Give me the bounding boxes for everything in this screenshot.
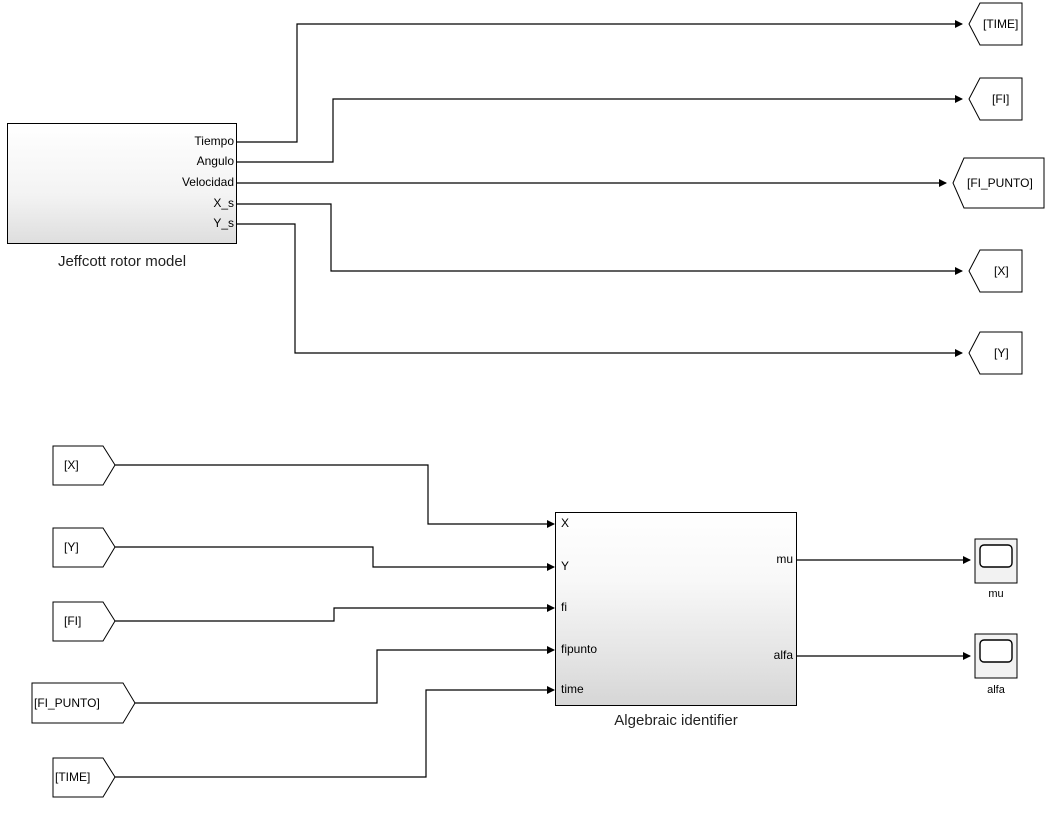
scope-mu-label: mu (988, 588, 1004, 600)
from-fi-label: [FI] (64, 614, 82, 628)
wire-x-in (115, 464, 555, 528)
from-x-label: [X] (64, 458, 79, 472)
scope-alfa-label: alfa (987, 684, 1005, 696)
goto-fi-punto-label: [FI_PUNTO] (967, 176, 1033, 190)
algebraic-identifier-block[interactable] (555, 512, 797, 706)
jeffcott-port-velocidad: Velocidad (181, 175, 234, 189)
from-time-label: [TIME] (55, 770, 91, 784)
goto-x[interactable] (968, 249, 1023, 293)
identifier-port-y: Y (561, 559, 570, 573)
goto-y[interactable] (968, 331, 1023, 375)
wire-x-s (237, 203, 963, 275)
wire-fipunto-in (135, 646, 555, 704)
identifier-port-alfa: alfa (773, 648, 793, 662)
goto-time[interactable] (968, 2, 1023, 46)
goto-y-label: [Y] (994, 346, 1009, 360)
scope-alfa[interactable] (974, 633, 1018, 679)
identifier-port-mu: mu (776, 552, 793, 566)
jeffcott-port-tiempo: Tiempo (194, 134, 234, 148)
identifier-port-x: X (561, 516, 570, 530)
identifier-port-time: time (561, 682, 584, 696)
jeffcott-port-x-s: X_s (213, 196, 234, 210)
jeffcott-rotor-block[interactable] (7, 123, 237, 244)
from-x[interactable] (52, 445, 116, 486)
scope-mu[interactable] (974, 538, 1018, 584)
from-y[interactable] (52, 527, 116, 568)
from-fi-punto-label: [FI_PUNTO] (34, 696, 100, 710)
wire-angulo (237, 95, 963, 163)
from-y-label: [Y] (64, 540, 79, 554)
from-fi-punto[interactable] (31, 682, 136, 724)
goto-fi[interactable] (968, 77, 1023, 121)
identifier-port-fi: fi (561, 600, 567, 614)
identifier-caption: Algebraic identifier (614, 712, 738, 729)
jeffcott-port-angulo: Angulo (196, 154, 234, 168)
goto-fi-label: [FI] (992, 92, 1010, 106)
wire-y-in (115, 546, 555, 571)
identifier-port-fipunto: fipunto (561, 642, 598, 656)
from-fi[interactable] (52, 601, 116, 642)
wire-y-s (237, 223, 963, 357)
goto-fi-punto[interactable] (952, 157, 1045, 209)
wire-tiempo (237, 20, 963, 143)
wire-time-in (115, 686, 555, 778)
from-time[interactable] (52, 757, 116, 798)
jeffcott-caption: Jeffcott rotor model (57, 253, 187, 270)
jeffcott-port-y-s: Y_s (213, 216, 234, 230)
wire-fi-in (115, 604, 555, 622)
goto-time-label: [TIME] (983, 17, 1019, 31)
goto-x-label: [X] (994, 264, 1009, 278)
